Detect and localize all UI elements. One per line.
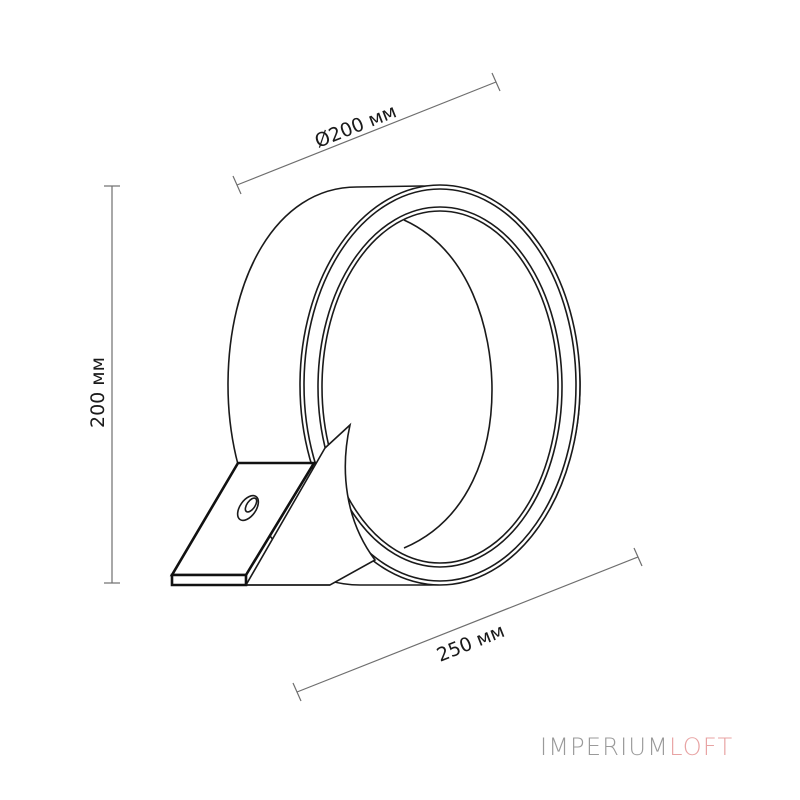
height-label: 200 мм bbox=[87, 357, 109, 428]
diameter-label: Ø200 мм bbox=[312, 100, 400, 152]
diameter-dimension: Ø200 мм bbox=[232, 72, 501, 195]
logo-part-imperium: IMPERIUM bbox=[540, 733, 670, 761]
depth-label: 250 мм bbox=[434, 620, 508, 667]
mounting-bracket bbox=[169, 422, 377, 587]
height-dimension: 200 мм bbox=[87, 185, 120, 584]
brand-logo: IMPERIUMLOFT bbox=[540, 733, 733, 761]
logo-part-loft: LOFT bbox=[669, 733, 734, 761]
